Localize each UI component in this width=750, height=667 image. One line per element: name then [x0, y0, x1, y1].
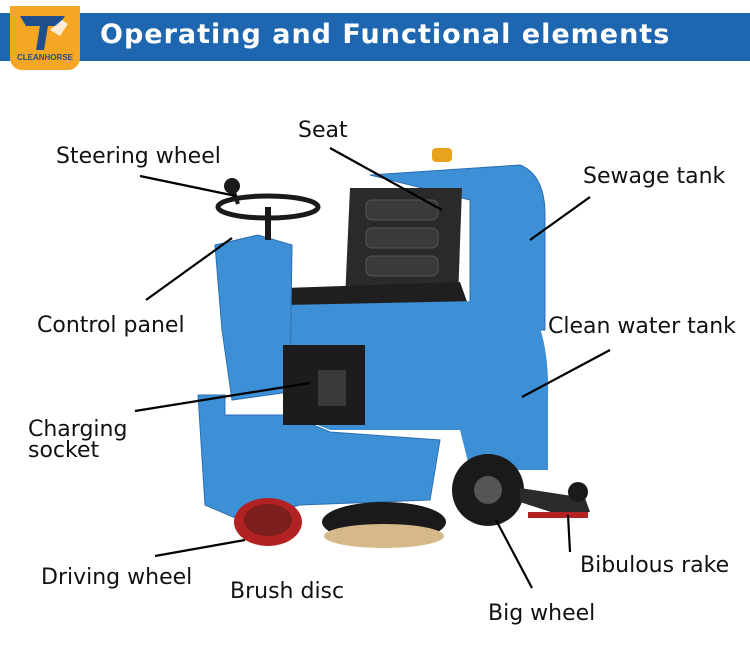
label-seat: Seat [298, 118, 348, 143]
label-driving-wheel: Driving wheel [41, 565, 193, 590]
brush-bristles [324, 524, 444, 548]
label-big-wheel: Big wheel [488, 601, 596, 626]
seat-pad-2 [365, 227, 439, 249]
steering-column [214, 234, 293, 401]
main-body [285, 300, 549, 470]
charging-port [318, 370, 346, 406]
driving-wheel [234, 498, 302, 546]
label-brush-disc: Brush disc [230, 579, 345, 604]
label-control-panel: Control panel [37, 313, 185, 338]
seat-pad-3 [365, 255, 439, 277]
logo-wordmark: CLEANHORSE [16, 53, 73, 62]
page-title: Operating and Functional elements [100, 19, 671, 50]
brand-logo: CLEANHORSE [10, 6, 80, 70]
leader-lines [134, 147, 611, 589]
header-bar: Operating and Functional elements [0, 13, 750, 61]
front-body [197, 394, 441, 521]
warning-light [432, 148, 452, 162]
horse-logo-icon [20, 16, 68, 50]
bibulous-rake [520, 488, 590, 515]
label-clean-water-tank: Clean water tank [548, 314, 736, 339]
label-charging-socket-line2: socket [28, 438, 100, 463]
label-sewage-tank: Sewage tank [583, 164, 726, 189]
label-charging-socket-line1: Charging [28, 417, 128, 442]
label-steering-wheel: Steering wheel [56, 144, 221, 169]
seat-pad-1 [365, 199, 439, 221]
label-bibulous-rake: Bibulous rake [580, 553, 730, 578]
